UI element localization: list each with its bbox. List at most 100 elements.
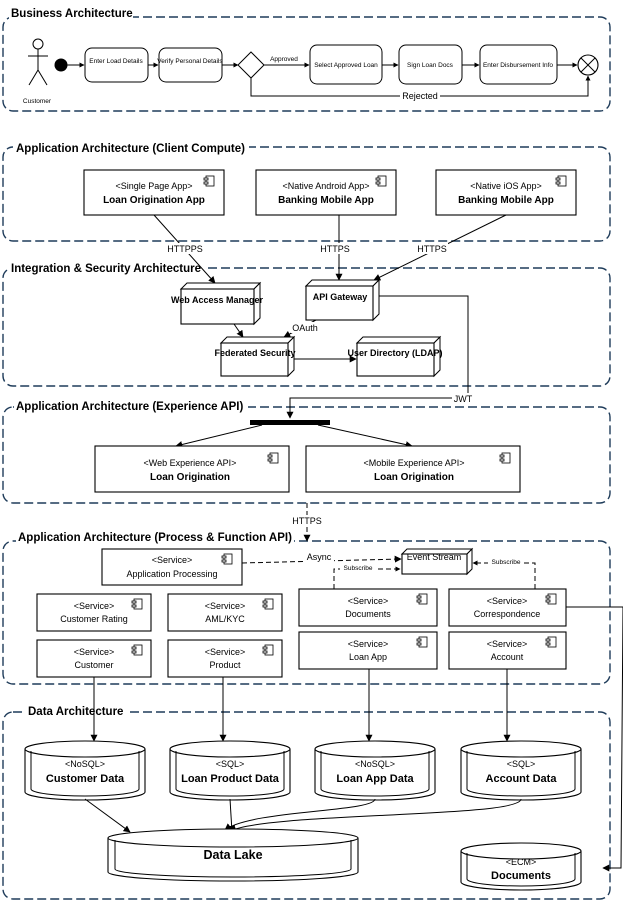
svg-text:Enter Load Details: Enter Load Details xyxy=(89,58,143,65)
integration-section-title: Integration & Security Architecture xyxy=(11,263,201,275)
client-app-1-name: Loan Origination App xyxy=(103,195,205,206)
client-app-loan-origination xyxy=(83,169,225,216)
loan-app-stereotype: <Service> xyxy=(348,639,389,649)
mobile-experience-api xyxy=(305,445,521,493)
service-loan-app xyxy=(298,631,438,670)
step-verify-personal-details xyxy=(158,47,223,83)
approved-label: Approved xyxy=(270,56,298,63)
loan-app-data-stereotype: <NoSQL> xyxy=(355,759,395,769)
ecm-documents-name: Documents xyxy=(491,870,551,882)
data-section-title: Data Architecture xyxy=(28,706,123,718)
api-gateway-label: API Gateway xyxy=(313,292,368,302)
end-node xyxy=(577,54,599,76)
business-section xyxy=(2,16,611,112)
loan-app-name: Loan App xyxy=(349,652,387,662)
federated-security-node xyxy=(219,335,296,378)
customer-data-stereotype: <NoSQL> xyxy=(65,759,105,769)
customer-actor-icon xyxy=(28,38,48,86)
client-app-3-stereotype: <Native iOS App> xyxy=(470,181,542,191)
step-enter-load-details xyxy=(84,47,149,83)
customer-rating-stereotype: <Service> xyxy=(74,601,115,611)
db-customer-data xyxy=(24,740,146,801)
https-ios-label: HTTPS xyxy=(417,244,447,254)
integration-section xyxy=(2,267,611,387)
jwt-label: JWT xyxy=(454,394,473,404)
process-section-title: Application Architecture (Process & Func… xyxy=(18,532,292,544)
service-correspondence xyxy=(448,588,567,627)
web-access-manager-node xyxy=(179,281,262,326)
federated-security-label: Federated Security xyxy=(214,348,295,358)
account-name: Account xyxy=(491,652,524,662)
experience-section xyxy=(2,406,611,504)
aml-kyc-name: AML/KYC xyxy=(205,614,245,624)
mobile-experience-api-stereotype: <Mobile Experience API> xyxy=(363,458,464,468)
user-directory-label: User Directory (LDAP) xyxy=(347,348,442,358)
service-documents xyxy=(298,588,438,627)
client-app-2-name: Banking Mobile App xyxy=(278,195,374,206)
start-node xyxy=(54,58,68,72)
experience-section-title: Application Architecture (Experience API… xyxy=(16,401,243,413)
service-product xyxy=(167,639,283,678)
customer-data-name: Customer Data xyxy=(46,773,125,785)
data-lake-store xyxy=(107,828,359,882)
data-section xyxy=(2,711,611,900)
client-section xyxy=(2,146,611,242)
step-enter-disbursement-info-label: Enter Disbursement Info xyxy=(483,62,553,69)
customer-label: Customer xyxy=(23,98,52,105)
service-application-processing xyxy=(101,548,243,586)
product-name: Product xyxy=(209,660,241,670)
step-enter-load-details-label: Enter Load Details xyxy=(89,58,143,65)
web-experience-api-name: Loan Origination xyxy=(150,472,230,483)
subscribe-documents-label: Subscribe xyxy=(344,565,373,572)
client-app-1-stereotype: <Single Page App> xyxy=(115,181,192,191)
ecm-stereotype: <ECM> xyxy=(506,857,537,867)
api-gateway-node xyxy=(304,278,381,322)
client-app-android xyxy=(255,169,397,216)
ecm-documents-store xyxy=(460,842,582,891)
db-account-data xyxy=(460,740,582,801)
web-experience-api xyxy=(94,445,290,493)
user-directory-node xyxy=(355,335,442,378)
documents-stereotype: <Service> xyxy=(348,596,389,606)
correspondence-stereotype: <Service> xyxy=(487,596,528,606)
rejected-label: Rejected xyxy=(402,91,438,101)
product-stereotype: <Service> xyxy=(205,647,246,657)
mobile-experience-api-name: Loan Origination xyxy=(374,472,454,483)
event-stream-label: Event Stream xyxy=(407,552,462,562)
loan-product-data-name: Loan Product Data xyxy=(181,773,280,785)
client-app-2-stereotype: <Native Android App> xyxy=(282,181,369,191)
account-data-name: Account Data xyxy=(486,773,558,785)
subscribe-correspondence-label: Subscribe xyxy=(492,559,521,566)
service-customer xyxy=(36,639,152,678)
event-stream-node xyxy=(400,547,474,576)
business-section-title: Business Architecture xyxy=(11,8,133,20)
loan-app-data-name: Loan App Data xyxy=(336,773,414,785)
step-verify-personal-details-label: Verify Personal Details xyxy=(157,58,223,65)
customer-rating-name: Customer Rating xyxy=(60,614,128,624)
fork-bar xyxy=(250,420,330,425)
service-customer-rating xyxy=(36,593,152,632)
service-account xyxy=(448,631,567,670)
db-loan-product-data xyxy=(169,740,291,801)
async-label: Async xyxy=(307,552,332,562)
app-processing-stereotype: <Service> xyxy=(152,555,193,565)
db-loan-app-data xyxy=(314,740,436,801)
step-sign-loan-docs-label: Sign Loan Docs xyxy=(407,62,454,69)
step-select-approved-loan-label: Select Approved Loan xyxy=(314,62,378,69)
client-section-title: Application Architecture (Client Compute… xyxy=(16,143,245,155)
web-experience-api-stereotype: <Web Experience API> xyxy=(144,458,237,468)
data-lake-label: Data Lake xyxy=(203,848,262,862)
https-android-label: HTTPS xyxy=(320,244,350,254)
loan-product-data-stereotype: <SQL> xyxy=(216,759,245,769)
wam-label: Web Access Manager xyxy=(171,295,264,305)
customer-service-stereotype: <Service> xyxy=(74,647,115,657)
oauth-label: OAuth xyxy=(292,323,318,333)
client-app-ios xyxy=(435,169,577,216)
correspondence-name: Correspondence xyxy=(474,609,541,619)
app-processing-name: Application Processing xyxy=(126,569,217,579)
service-aml-kyc xyxy=(167,593,283,632)
https-process-label: HTTPS xyxy=(292,516,322,526)
customer-service-name: Customer xyxy=(74,660,113,670)
account-stereotype: <Service> xyxy=(487,639,528,649)
